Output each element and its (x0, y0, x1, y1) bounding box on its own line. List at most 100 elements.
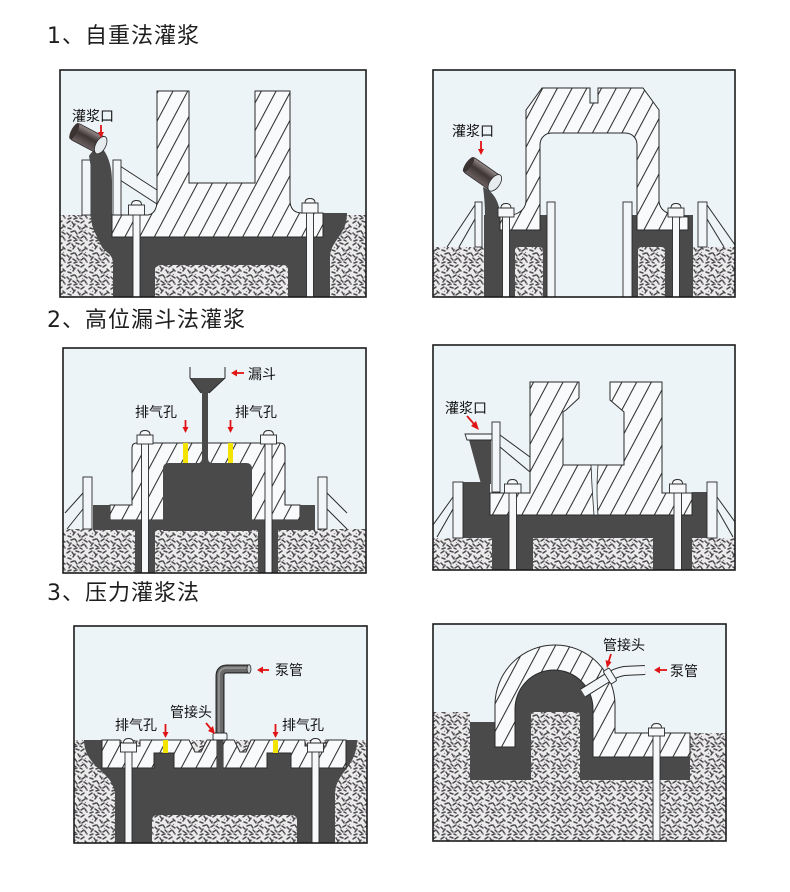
section-title-gravity-grouting: 1、自重法灌浆 (47, 24, 200, 49)
grout-fill (463, 482, 707, 570)
arrow-down-icon (605, 653, 612, 668)
support-brace (499, 446, 531, 473)
machine-base-hatched (111, 90, 324, 238)
machine-arch-hatched (494, 644, 691, 758)
formwork-post (474, 201, 483, 248)
arrow-down-icon (98, 125, 104, 138)
label-pump-pipe: 泵管 (670, 664, 698, 680)
pour-box-rim (464, 433, 496, 441)
pipe-joint (603, 667, 617, 685)
panel-border (59, 69, 367, 298)
arrow-down-icon (162, 724, 169, 738)
panel-pressure-grouting-a: 泵管 管接头 排气孔 排气孔 (73, 625, 368, 844)
anchor-bolt (307, 738, 324, 843)
anchor-bolt (669, 479, 687, 570)
arrow-left-icon (654, 666, 667, 674)
pipe-joint (212, 732, 228, 741)
anchor-bolt (136, 430, 154, 573)
anchor-bolt (301, 198, 319, 297)
arrow-left-icon (257, 666, 269, 674)
label-funnel: 漏斗 (248, 367, 276, 383)
concrete-foundation (690, 733, 726, 841)
panel-funnel-grouting-a: 漏斗 排气孔 排气孔 (62, 347, 367, 574)
formwork-post (82, 476, 93, 530)
concrete-foundation (433, 247, 485, 297)
vent-hole-right (228, 443, 233, 463)
label-grout-inlet: 灌浆口 (452, 124, 494, 140)
support-brace (716, 496, 735, 523)
anchor-bolt (128, 200, 145, 297)
label-grout-inlet: 灌浆口 (445, 401, 487, 417)
grout-injection-stem (217, 739, 223, 769)
concrete-foundation (63, 529, 366, 573)
label-vent-left: 排气孔 (115, 718, 157, 734)
concrete-block (155, 265, 288, 297)
panel-funnel-grouting-b: 灌浆口 (432, 344, 736, 571)
label-grout-inlet: 灌浆口 (72, 109, 114, 125)
support-brace (499, 434, 531, 458)
grout-bucket-icon (69, 123, 108, 155)
support-brace (326, 492, 348, 514)
funnel-stem (196, 392, 214, 464)
panel-pressure-grouting-b: 管接头 泵管 (432, 623, 727, 842)
anchor-bolt (667, 203, 685, 297)
label-vent-right: 排气孔 (282, 718, 324, 734)
arrow-left-icon (231, 369, 244, 377)
formwork-post (81, 159, 92, 216)
section-title-pressure-grouting: 3、压力灌浆法 (47, 581, 200, 606)
formwork-post (706, 481, 718, 539)
label-vent-right: 排气孔 (235, 405, 277, 421)
panel-border (432, 69, 736, 298)
section-title-funnel-grouting: 2、高位漏斗法灌浆 (47, 308, 246, 333)
anchor-bolt (120, 738, 137, 843)
grout-pour-box (469, 440, 491, 484)
concrete-pillar (531, 712, 580, 781)
support-brace (458, 218, 476, 248)
concrete-block (515, 247, 543, 297)
arrow-down-icon (478, 141, 484, 155)
funnel-icon (189, 367, 226, 394)
machine-slot (590, 464, 599, 516)
formwork-post (491, 421, 501, 493)
vent-hole-left (163, 740, 168, 753)
formwork-post (452, 481, 464, 539)
grout-stream (483, 187, 500, 216)
grout-stream (89, 147, 112, 216)
anchor-bolt (260, 430, 277, 573)
panel-gravity-grouting-a: 灌浆口 (59, 69, 367, 298)
arrow-diagonal-icon (466, 415, 479, 430)
vent-hole-left (183, 443, 188, 463)
arrow-down-icon (227, 420, 234, 433)
label-pipe-joint: 管接头 (603, 637, 645, 654)
formwork-post (546, 201, 556, 297)
support-brace (706, 204, 735, 246)
concrete-block (638, 247, 665, 297)
label-pipe-joint: 管接头 (170, 704, 212, 721)
panel-gravity-grouting-b: 灌浆口 (432, 69, 736, 298)
concrete-foundation (693, 247, 735, 297)
arrow-diagonal-icon (205, 722, 215, 734)
anchor-bolt (648, 723, 665, 841)
label-vent-left: 排气孔 (135, 405, 177, 421)
grout-block (163, 463, 252, 531)
label-pump-pipe: 泵管 (275, 663, 303, 679)
anchor-bolt (497, 203, 515, 297)
support-brace (436, 508, 454, 538)
support-brace (326, 508, 348, 530)
formwork-post (112, 159, 122, 216)
support-brace (706, 218, 725, 248)
support-brace (66, 508, 84, 530)
panel-border (432, 344, 736, 571)
concrete-block (152, 815, 297, 843)
formwork-post (317, 476, 328, 530)
pump-pipe (215, 664, 252, 734)
concrete-foundation (433, 780, 726, 841)
support-brace (64, 492, 84, 514)
panel-border (62, 347, 367, 574)
formwork-post (622, 201, 633, 297)
vent-hole-right (273, 740, 278, 753)
anchor-bolt (504, 479, 522, 570)
support-brace (446, 204, 476, 248)
